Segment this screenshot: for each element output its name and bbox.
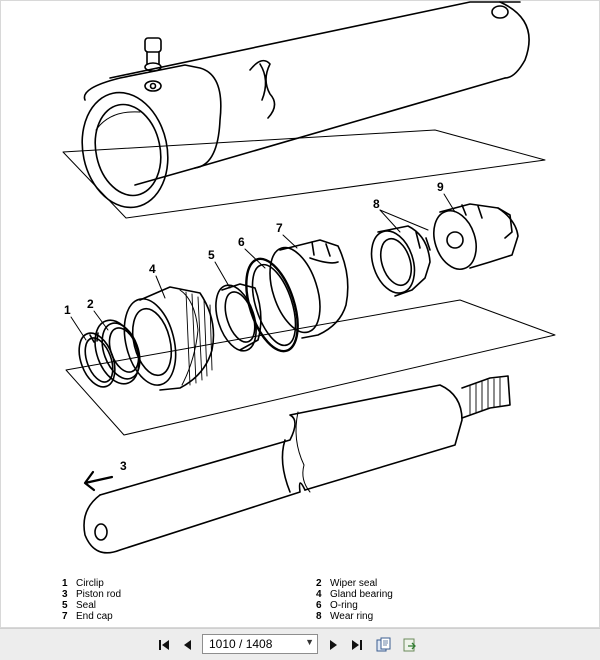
previous-page-icon (184, 640, 191, 650)
o-ring-part (245, 257, 299, 353)
cylinder-barrel (62, 1, 546, 219)
callout-6: 6 (238, 235, 245, 249)
chevron-down-icon: ▼ (305, 637, 314, 647)
first-page-button[interactable] (155, 636, 173, 654)
seal-parts (65, 203, 556, 436)
callout-5: 5 (208, 248, 215, 262)
page-number-select[interactable]: 1010 / 1408 ▼ (202, 634, 318, 654)
callout-9: 9 (437, 180, 444, 194)
last-page-icon (352, 640, 362, 650)
first-page-icon (159, 640, 169, 650)
next-page-button[interactable] (324, 636, 342, 654)
callout-4: 4 (149, 262, 156, 276)
copy-button[interactable] (375, 636, 393, 654)
callout-8: 8 (373, 197, 380, 211)
callout-7: 7 (276, 221, 283, 235)
copy-icon (376, 637, 391, 652)
export-button[interactable] (401, 636, 419, 654)
export-icon (403, 638, 416, 652)
callout-2: 2 (87, 297, 94, 311)
wiper-seal-part (94, 319, 141, 385)
end-cap-part (269, 239, 349, 339)
page-navigation-toolbar: 1010 / 1408 ▼ (0, 628, 600, 660)
gland-bearing-part (123, 286, 215, 391)
callout-1: 1 (64, 303, 71, 317)
callout-3: 3 (120, 459, 127, 473)
wear-ring-part (370, 225, 431, 297)
previous-page-button[interactable] (179, 636, 197, 654)
callout-leaders (70, 193, 456, 341)
last-page-button[interactable] (348, 636, 366, 654)
piston-part (433, 203, 519, 270)
hydraulic-cylinder-exploded-diagram: 1 2 3 4 5 6 7 8 9 (62, 1, 556, 554)
seal-part (215, 283, 262, 352)
piston-rod-part (83, 375, 511, 554)
page-number-display: 1010 / 1408 (209, 637, 273, 651)
next-page-icon (330, 640, 337, 650)
